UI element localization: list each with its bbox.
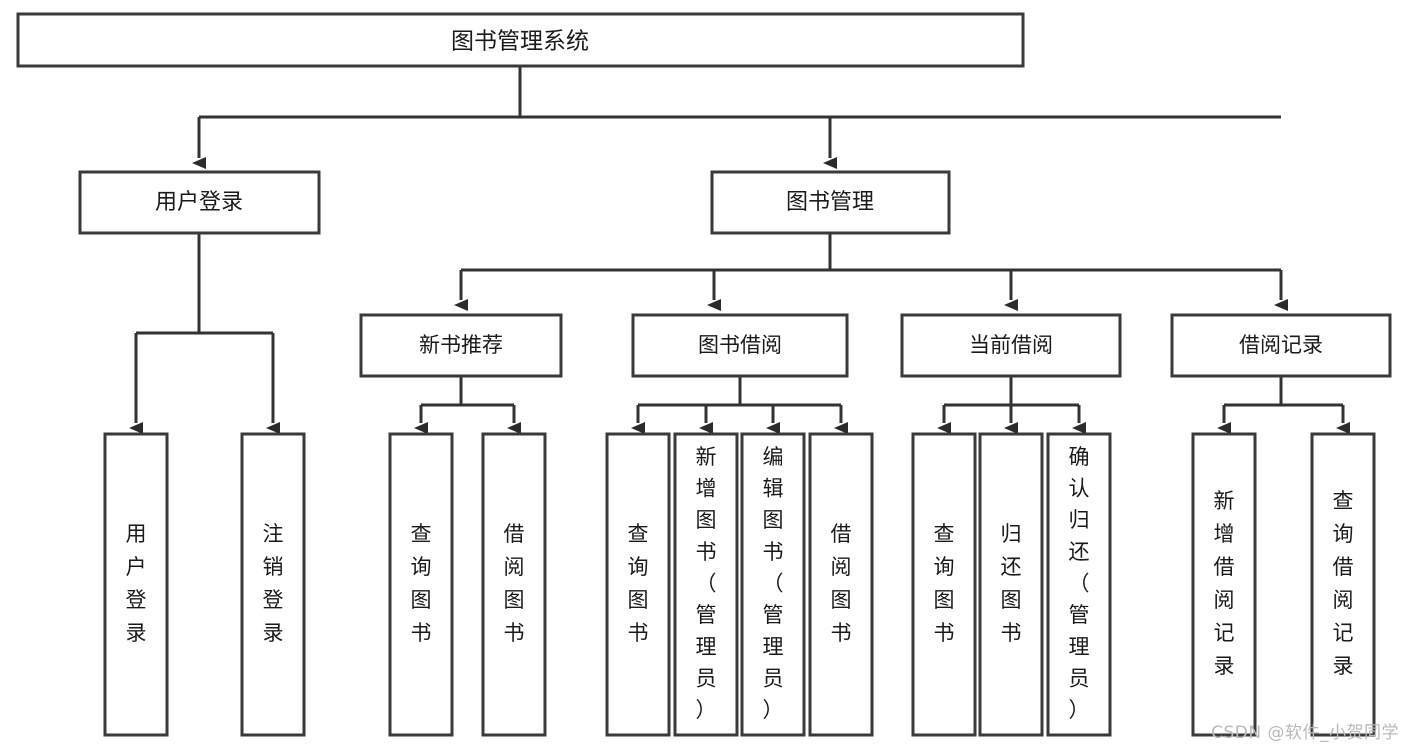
node-leaf-user-logout[interactable]: 注销登录	[240, 432, 306, 737]
node-root-label: 图书管理系统	[451, 29, 589, 55]
node-borrow-record-label: 借阅记录	[1239, 333, 1323, 357]
node-new-book-recommend-label: 新书推荐	[419, 333, 503, 357]
node-leaf-return-book-label: 归还图书	[1001, 522, 1022, 645]
node-leaf-add-record[interactable]: 新增借阅记录	[1191, 432, 1257, 737]
node-leaf-user-login[interactable]: 用户登录	[103, 432, 169, 737]
node-book-manage[interactable]: 图书管理	[710, 170, 951, 235]
node-book-manage-label: 图书管理	[786, 190, 874, 215]
node-leaf-query-book-2[interactable]: 查询图书	[605, 432, 671, 737]
node-user-login-label: 用户登录	[155, 190, 243, 215]
node-leaf-query-record-label: 查询借阅记录	[1333, 489, 1354, 678]
node-user-login[interactable]: 用户登录	[78, 170, 321, 235]
node-leaf-borrow-book-2-label: 借阅图书	[831, 522, 852, 645]
node-leaf-query-book-3-label: 查询图书	[934, 522, 955, 645]
node-root[interactable]: 图书管理系统	[16, 12, 1025, 68]
node-leaf-query-record[interactable]: 查询借阅记录	[1310, 432, 1376, 737]
node-leaf-query-book-1-label: 查询图书	[411, 522, 432, 645]
connector-bookborrow-to-leaves	[631, 376, 848, 434]
node-leaf-confirm-return[interactable]: 确认归还（管理员）	[1046, 432, 1112, 737]
connector-bookmanage-to-level2	[454, 233, 1288, 311]
connector-userlogin-to-leaves	[129, 233, 280, 434]
node-leaf-user-logout-label: 注销登录	[263, 522, 284, 645]
node-leaf-confirm-return-label: 确认归还（管理员）	[1069, 445, 1090, 722]
node-leaf-query-book-2-label: 查询图书	[628, 522, 649, 645]
node-leaf-edit-book-label: 编辑图书（管理员）	[763, 445, 784, 722]
node-leaf-query-book-3[interactable]: 查询图书	[911, 432, 977, 737]
node-new-book-recommend[interactable]: 新书推荐	[359, 313, 563, 378]
connector-newbook-to-leaves	[414, 376, 521, 434]
node-leaf-add-book[interactable]: 新增图书（管理员）	[673, 432, 739, 737]
node-current-borrow-label: 当前借阅	[969, 333, 1053, 357]
node-leaf-add-book-label: 新增图书（管理员）	[696, 445, 717, 722]
node-leaf-borrow-book-2[interactable]: 借阅图书	[808, 432, 874, 737]
node-leaf-return-book[interactable]: 归还图书	[978, 432, 1044, 737]
node-book-borrow-label: 图书借阅	[698, 333, 782, 357]
node-leaf-edit-book[interactable]: 编辑图书（管理员）	[740, 432, 806, 737]
node-leaf-borrow-book-1-label: 借阅图书	[504, 522, 525, 645]
node-current-borrow[interactable]: 当前借阅	[900, 313, 1122, 378]
node-leaf-add-record-label: 新增借阅记录	[1214, 489, 1235, 678]
connector-root-to-level1	[192, 66, 1281, 169]
node-borrow-record[interactable]: 借阅记录	[1170, 313, 1392, 378]
connector-currentborrow-to-leaves	[937, 376, 1086, 434]
node-leaf-query-book-1[interactable]: 查询图书	[388, 432, 454, 737]
node-leaf-borrow-book-1[interactable]: 借阅图书	[481, 432, 547, 737]
node-book-borrow[interactable]: 图书借阅	[631, 313, 849, 378]
node-leaf-user-login-label: 用户登录	[126, 522, 147, 645]
connector-borrowrecord-to-leaves	[1217, 376, 1350, 434]
